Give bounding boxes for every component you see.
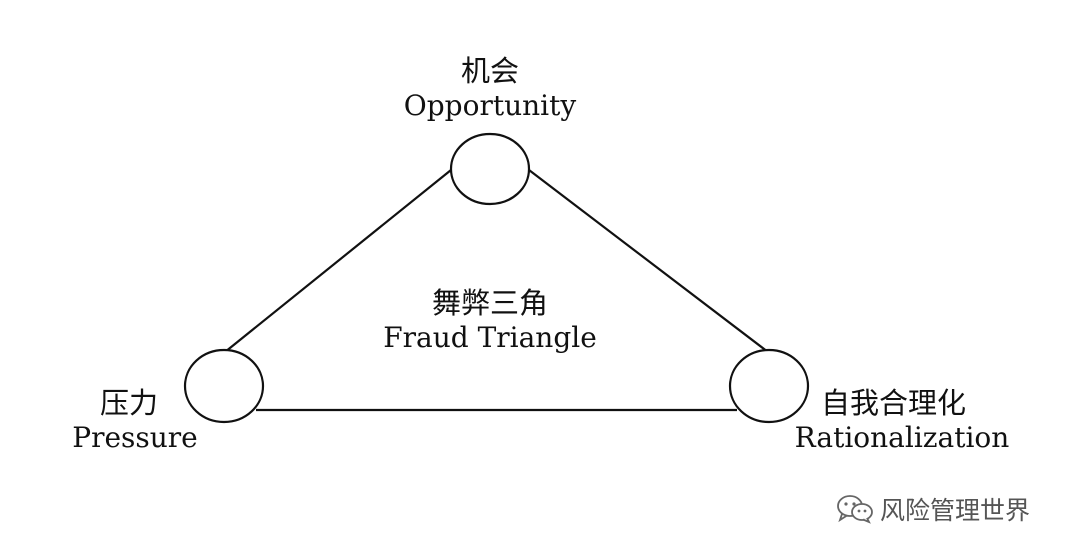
label-fraud-triangle-zh: 舞弊三角 bbox=[431, 286, 548, 320]
label-pressure: 压力 Pressure bbox=[60, 389, 210, 452]
label-fraud-triangle: 舞弊三角 Fraud Triangle bbox=[360, 289, 620, 352]
watermark: 风险管理世界 bbox=[836, 491, 1030, 527]
label-pressure-zh: 压力 bbox=[100, 386, 159, 420]
watermark-text: 风险管理世界 bbox=[880, 496, 1031, 525]
node-opportunity-circle bbox=[449, 132, 531, 206]
label-fraud-triangle-en: Fraud Triangle bbox=[383, 321, 597, 354]
node-pressure-circle bbox=[183, 348, 265, 424]
node-rationalization-circle bbox=[728, 348, 810, 424]
label-pressure-en: Pressure bbox=[72, 421, 198, 454]
label-opportunity: 机会 Opportunity bbox=[390, 57, 590, 120]
edge-top-right bbox=[528, 169, 769, 353]
label-opportunity-zh: 机会 bbox=[460, 54, 519, 88]
label-opportunity-en: Opportunity bbox=[403, 89, 577, 122]
wechat-icon bbox=[836, 494, 874, 524]
label-rationalization: 自我合理化 Rationalization bbox=[777, 389, 1027, 452]
edge-top-left bbox=[224, 169, 452, 353]
label-rationalization-en: Rationalization bbox=[794, 421, 1010, 454]
label-rationalization-zh: 自我合理化 bbox=[821, 386, 967, 420]
